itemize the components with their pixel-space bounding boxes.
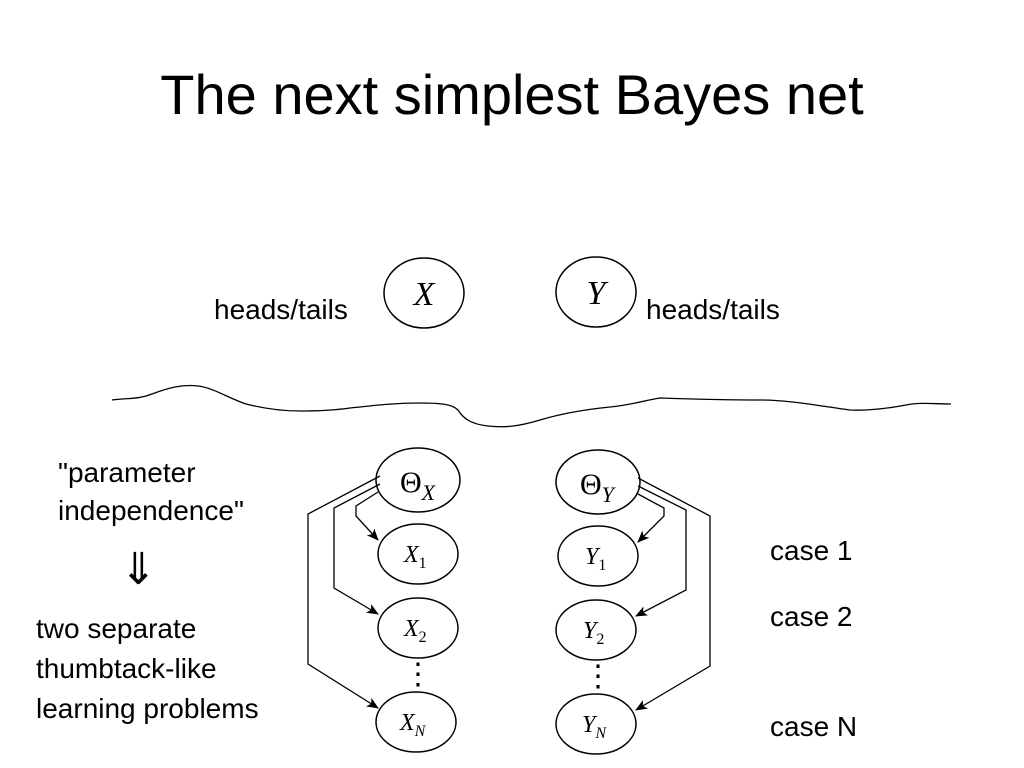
node-yn (555, 693, 637, 755)
heads-tails-label-left: heads/tails (214, 294, 348, 325)
node-x-label: X (412, 276, 436, 313)
edge-thetax-x2 (333, 483, 381, 615)
heads-tails-label-right: heads/tails (646, 294, 780, 325)
edge-thetay-yn (635, 477, 711, 711)
node-y1 (557, 525, 639, 587)
desc-line2: thumbtack-like (36, 653, 217, 684)
node-xn (375, 691, 457, 753)
node-x1-label: X1 (403, 542, 427, 572)
desc-line1: two separate (36, 613, 197, 644)
slide-title: The next simplest Bayes net (160, 63, 864, 126)
ellipsis-left: ⋮ (403, 658, 433, 691)
desc-line3: learning problems (36, 693, 259, 724)
node-y1-label: Y1 (585, 544, 606, 574)
node-xn-label: XN (399, 710, 427, 740)
case-1-label: case 1 (770, 535, 853, 566)
node-yn-label: YN (582, 712, 607, 742)
edge-thetax-x1 (355, 491, 379, 541)
node-theta-y (555, 449, 641, 515)
node-x (383, 257, 465, 329)
edge-thetay-y1 (637, 493, 665, 543)
node-y2 (555, 599, 637, 661)
node-y (555, 256, 637, 328)
implies-arrow-icon: ⇓ (120, 544, 157, 595)
node-theta-x (375, 447, 461, 513)
node-x1 (377, 523, 459, 585)
param-independence-line1: "parameter (58, 457, 196, 488)
node-x2 (377, 597, 459, 659)
case-2-label: case 2 (770, 601, 853, 632)
divider-line (111, 384, 952, 428)
edge-thetax-xn (307, 475, 381, 709)
case-n-label: case N (770, 711, 858, 742)
param-independence-line2: independence" (58, 495, 244, 526)
node-theta-x-label: ΘX (400, 466, 437, 505)
node-theta-y-label: ΘY (580, 468, 617, 507)
ellipsis-right: ⋮ (583, 660, 613, 693)
node-y-label: Y (587, 275, 609, 312)
edge-thetay-y2 (635, 485, 687, 617)
node-x2-label: X2 (403, 616, 427, 646)
node-y2-label: Y2 (583, 618, 604, 648)
